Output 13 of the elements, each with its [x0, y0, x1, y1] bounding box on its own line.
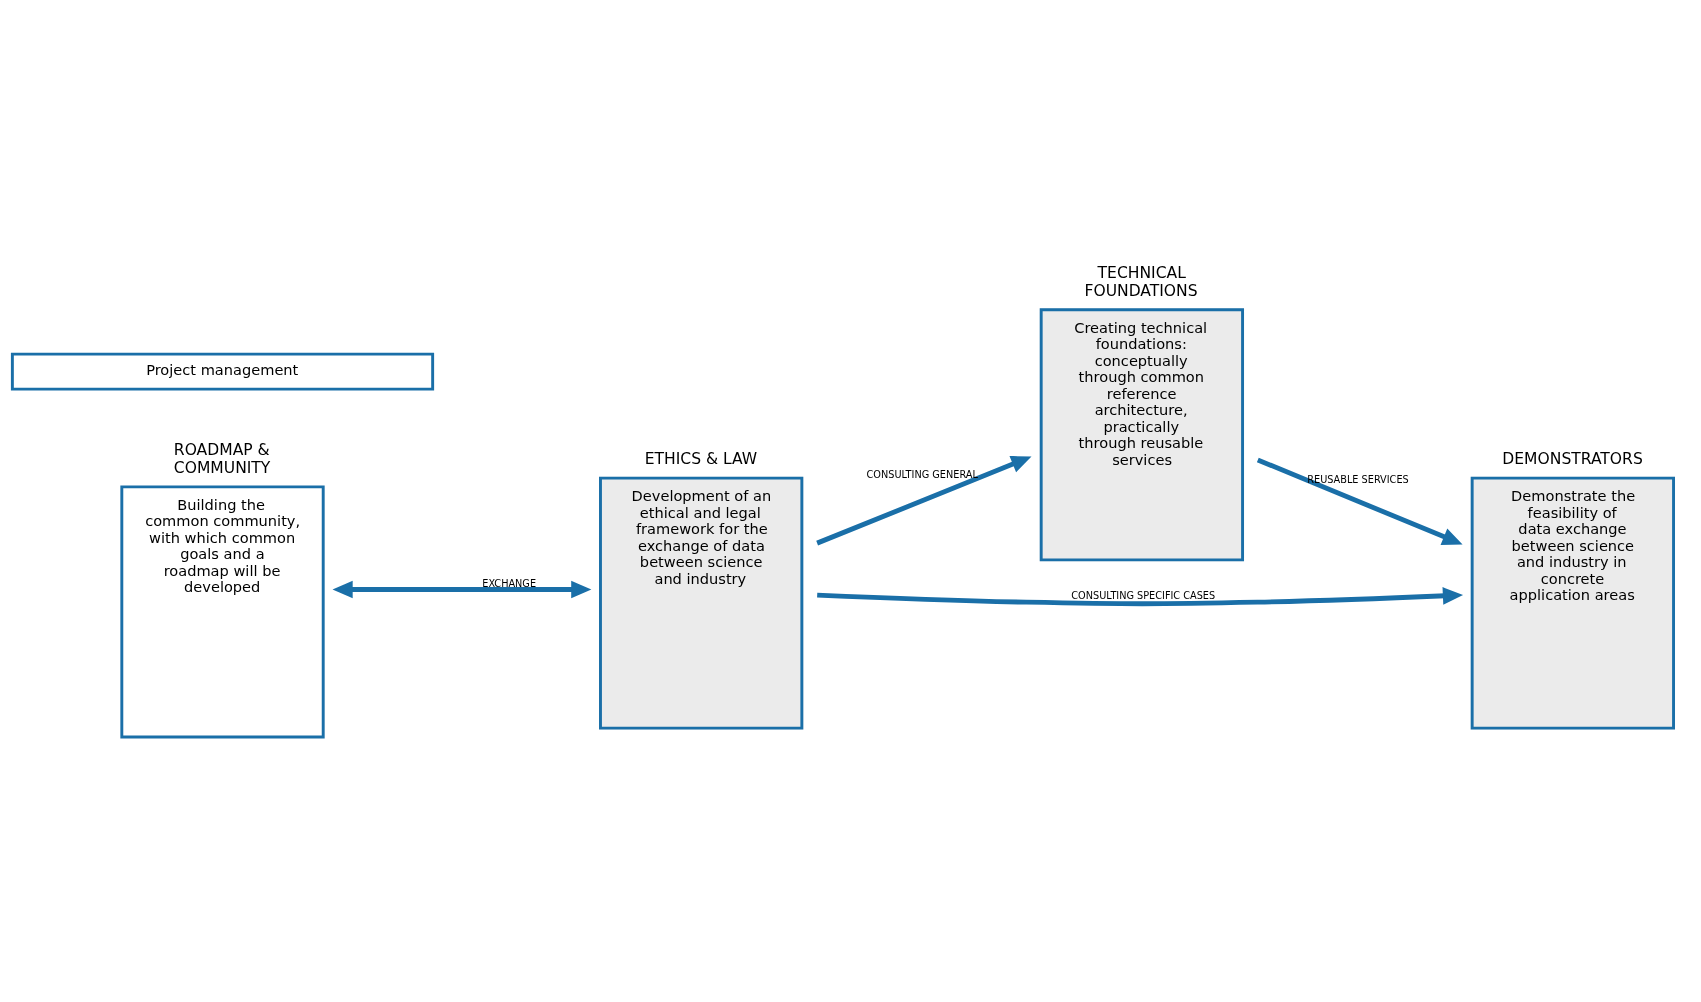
arrow [332, 580, 592, 599]
node-label: ROADMAP & COMMUNITY [173, 441, 271, 477]
node-box: Project management [10, 352, 435, 391]
edge-label: CONSULTING GENERAL [866, 468, 978, 480]
node-label: ETHICS & LAW [644, 449, 758, 468]
arrow [816, 456, 1032, 546]
node-label: TECHNICAL FOUNDATIONS [1084, 264, 1198, 300]
edge-label: CONSULTING SPECIFIC CASES [1071, 590, 1216, 602]
arrow [1256, 457, 1463, 545]
edge-label: REUSABLE SERVICES [1307, 473, 1409, 485]
edge-label: EXCHANGE [482, 577, 537, 589]
arrow [817, 587, 1464, 607]
node-label: DEMONSTRATORS [1502, 449, 1643, 468]
